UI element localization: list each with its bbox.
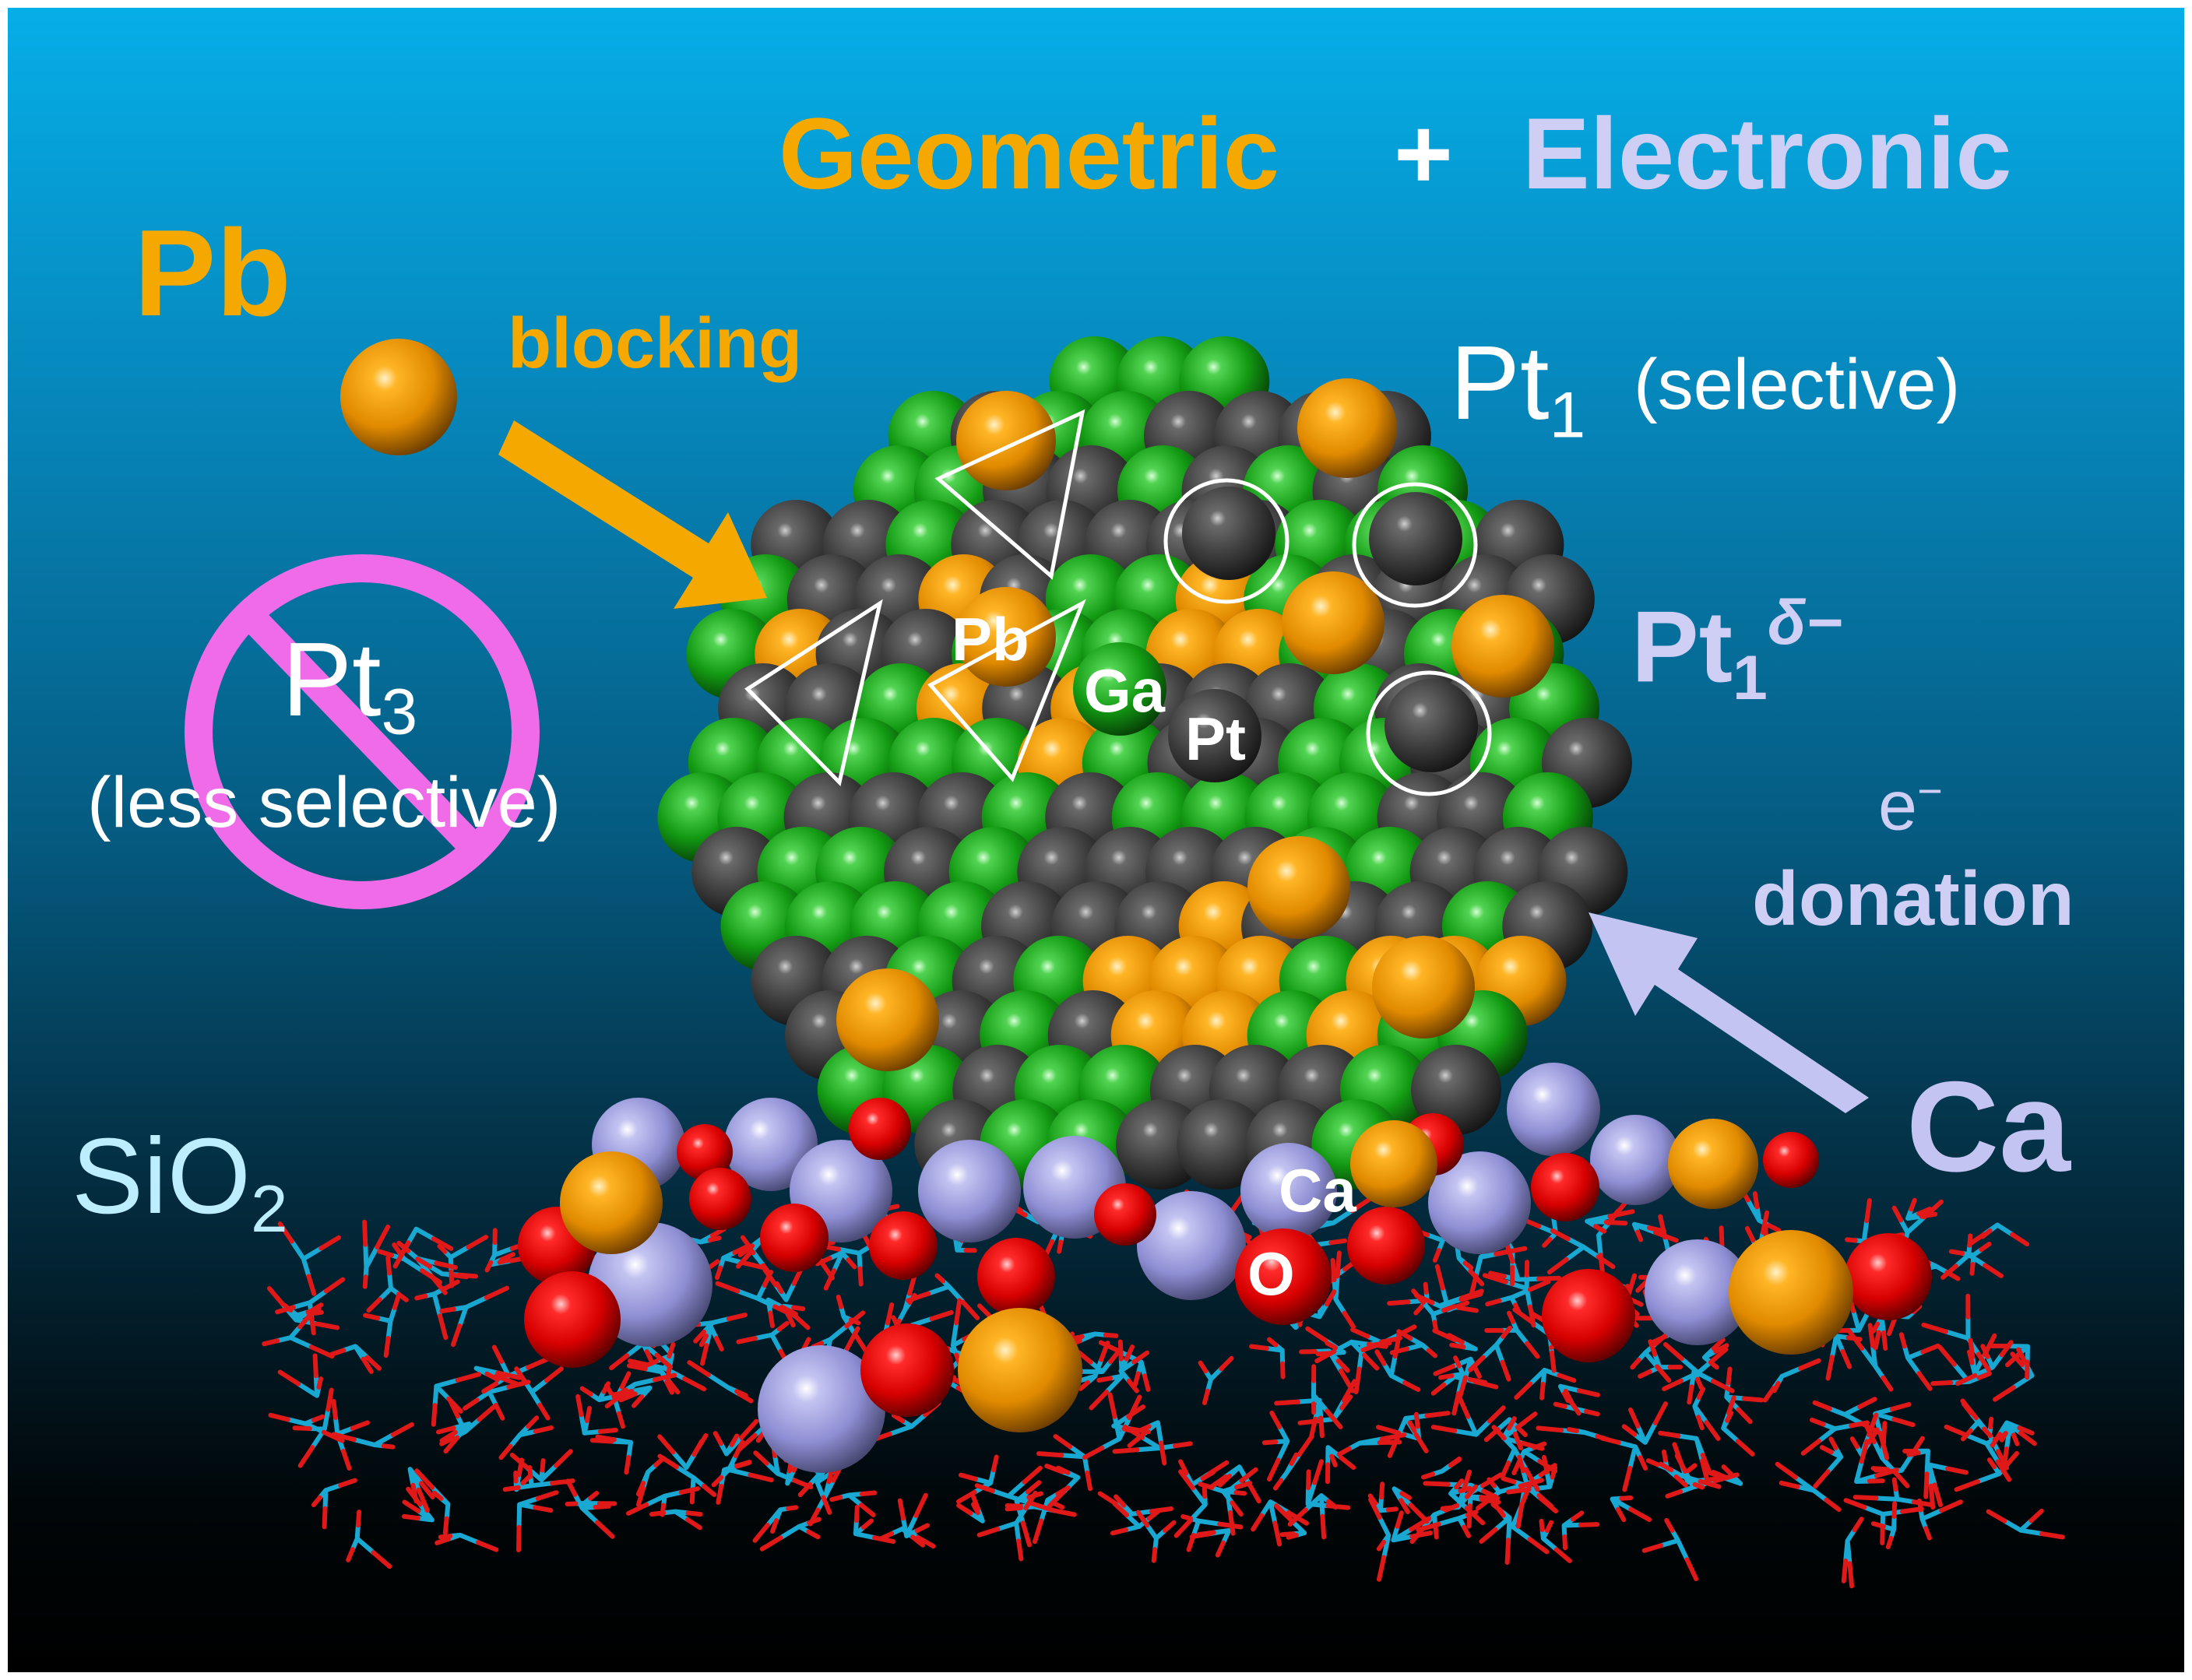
o-atom: [1347, 1207, 1425, 1285]
ptga-cluster: [657, 336, 1632, 1190]
pb-atom-icon: [340, 339, 457, 455]
sio2-main: SiO: [72, 1116, 252, 1236]
pt-atom: [1177, 1099, 1268, 1190]
sio2-label: SiO2: [72, 1123, 288, 1243]
pb-atom: [1297, 378, 1397, 478]
triangle-site-icon: [927, 599, 1086, 782]
atom-label-pt: Pt: [1185, 705, 1246, 773]
pb-atom: [1451, 595, 1554, 698]
pb-atom: [1668, 1119, 1758, 1209]
pt-atom: [1411, 1045, 1501, 1135]
pb-atom: [956, 391, 1056, 490]
atom-label-ga: Ga: [1084, 656, 1166, 725]
geometric-label: Geometric: [779, 97, 1280, 210]
o-atom: [1763, 1132, 1819, 1188]
atom-label-pb: Pb: [952, 605, 1029, 673]
electronic-label: Electronic: [1522, 97, 2012, 210]
pt3-note: (less selective): [87, 763, 561, 842]
prohibited-sign-icon: [185, 554, 540, 909]
donation-label: donation: [1752, 856, 2074, 941]
blocking-arrow-icon: [498, 420, 767, 609]
circle-site-icon: [1163, 478, 1290, 604]
electron-main: e: [1878, 767, 1918, 845]
circle-site-icon: [1366, 670, 1492, 796]
sio2-sub: 2: [251, 1172, 288, 1246]
o-atom: [1235, 1228, 1332, 1325]
pb-atom: [560, 1151, 663, 1254]
electron-label: e−: [1878, 769, 1943, 842]
o-atom: [524, 1271, 621, 1368]
ca-atom: [1507, 1063, 1600, 1156]
plus-sign: +: [1394, 97, 1453, 210]
pb-atom: [958, 1308, 1082, 1432]
pb-atom: [956, 587, 1056, 687]
circle-site-icon: [1352, 482, 1478, 608]
pt3-main: Pt: [282, 620, 382, 738]
ca-atom: [1590, 1115, 1680, 1205]
ca-atom: [758, 1345, 885, 1473]
o-atom: [849, 1098, 911, 1160]
pt3-label: Pt3: [282, 627, 417, 744]
pb-atom: [1372, 936, 1475, 1039]
ca-atom: [918, 1140, 1021, 1242]
pb-atom: [1247, 836, 1350, 939]
pt1-delta-sub: 1: [1733, 642, 1768, 713]
pt1-main: Pt: [1450, 324, 1550, 441]
blocking-label: blocking: [508, 304, 803, 383]
o-atom: [860, 1323, 954, 1417]
pb-atom: [1729, 1230, 1853, 1355]
donation-arrow-icon: [1589, 912, 1869, 1113]
ca-atom: [1240, 1143, 1337, 1239]
pt-atom: [1182, 487, 1275, 580]
pt-atom: [1369, 492, 1462, 585]
triangle-site-icon: [934, 409, 1085, 580]
o-atom: [1531, 1153, 1599, 1221]
o-atom: [977, 1238, 1055, 1316]
pt1-sub: 1: [1549, 378, 1586, 452]
o-atom: [1845, 1233, 1932, 1320]
pb-atom: [836, 968, 939, 1071]
atom-label-ca: Ca: [1279, 1156, 1356, 1225]
pt-atom: [1385, 679, 1478, 772]
pb-label: Pb: [134, 205, 291, 342]
ca-atom: [1428, 1151, 1531, 1254]
support-atoms: [518, 1063, 1932, 1473]
atom-label-o: O: [1247, 1239, 1295, 1308]
pt1-delta-label: Pt1δ−: [1631, 592, 1842, 710]
o-atom: [677, 1124, 733, 1180]
o-atom: [689, 1168, 751, 1230]
o-atom: [869, 1211, 938, 1280]
pt1-delta-sup: δ−: [1767, 588, 1843, 658]
pt1-label: Pt1: [1450, 330, 1585, 448]
triangle-site-icon: [744, 599, 883, 787]
o-atom: [1542, 1269, 1635, 1362]
ca-atom: [1137, 1191, 1246, 1300]
pt1-note: (selective): [1634, 345, 1961, 424]
o-atom: [1094, 1183, 1156, 1246]
pt3-sub: 3: [381, 674, 418, 748]
pb-atom: [1350, 1120, 1437, 1207]
ca-atom: [724, 1098, 818, 1191]
site-markers: [744, 409, 1492, 796]
o-atom: [760, 1204, 829, 1272]
electron-sup: −: [1917, 766, 1943, 815]
pt-atom: [1168, 689, 1261, 782]
ca-atom: [1645, 1239, 1750, 1345]
ca-label: Ca: [1906, 1055, 2071, 1198]
ga-atom: [1073, 642, 1166, 736]
pt1-delta-main: Pt: [1631, 589, 1733, 704]
pb-atom: [1282, 571, 1385, 674]
